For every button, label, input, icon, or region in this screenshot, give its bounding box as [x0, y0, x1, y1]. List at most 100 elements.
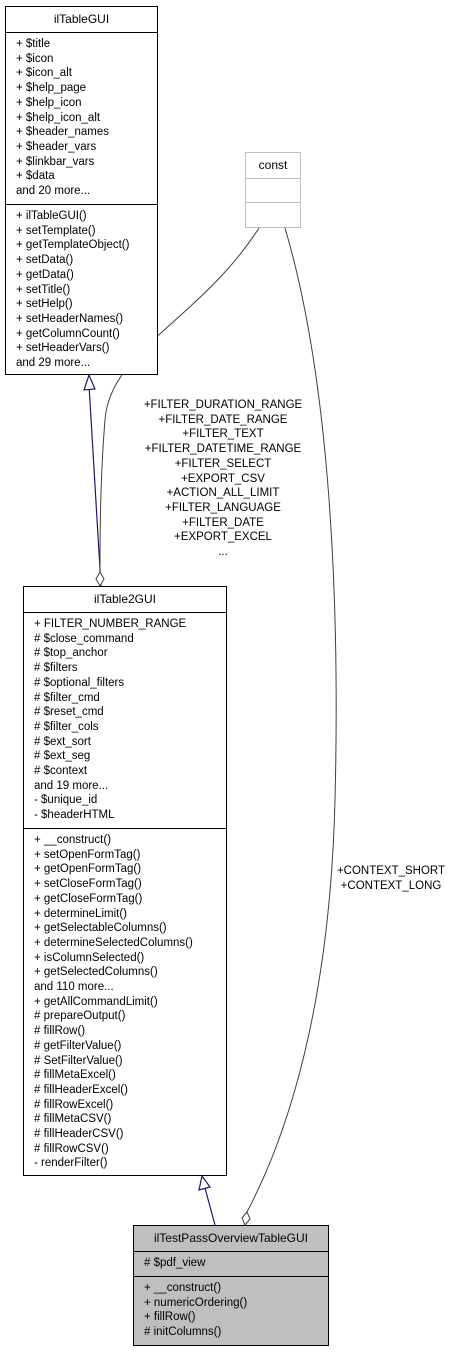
- method: + getSelectableColumns(): [34, 922, 167, 935]
- inheritance-edge-table2-to-tablegui: [88, 384, 102, 587]
- attribute: + $help_icon: [16, 96, 82, 109]
- attribute: # $optional_filters: [34, 676, 125, 689]
- method: + setHeaderVars(): [16, 342, 110, 355]
- attribute: - $headerHTML: [34, 809, 115, 822]
- attribute: # $ext_seg: [34, 750, 91, 763]
- attribute: + $icon_alt: [16, 67, 72, 80]
- method: + __construct(): [34, 834, 112, 846]
- inheritance-edge-testpass-to-table2: [204, 1187, 216, 1226]
- attribute: # $filter_cmd: [34, 691, 100, 704]
- method: - renderFilter(): [34, 1157, 108, 1170]
- method: + getTemplateObject(): [16, 239, 130, 252]
- attribute: # $top_anchor: [34, 647, 108, 660]
- usage-diamond-table2: [95, 570, 105, 588]
- edge-label-line: ...: [218, 546, 228, 559]
- methods-section-iltestpassoverviewtablegui: + __construct() + numericOrdering() + fi…: [134, 1277, 328, 1343]
- attribute: + $title: [16, 38, 51, 50]
- method: # fillHeaderCSV(): [34, 1128, 124, 1141]
- method: + isColumnSelected(): [34, 951, 145, 964]
- usage-diamond-testpass: [241, 1211, 251, 1226]
- method: + getColumnCount(): [16, 327, 120, 340]
- method: # fillRow(): [34, 1025, 86, 1038]
- class-title-iltestpassoverviewtablegui: ilTestPassOverviewTableGUI: [134, 1226, 328, 1252]
- attribute: # $pdf_view: [144, 1257, 206, 1269]
- edge-label-line: +ACTION_ALL_LIMIT: [166, 487, 280, 500]
- attribute: + FILTER_NUMBER_RANGE: [34, 618, 187, 630]
- class-box-iltestpassoverviewtablegui[interactable]: ilTestPassOverviewTableGUI # $pdf_view +…: [133, 1225, 329, 1346]
- method: + determineSelectedColumns(): [34, 936, 193, 949]
- method: + __construct(): [144, 1282, 222, 1294]
- edge-label-line: +FILTER_DURATION_RANGE: [143, 399, 303, 411]
- class-box-iltable2gui[interactable]: ilTable2GUI + FILTER_NUMBER_RANGE # $clo…: [23, 586, 227, 1176]
- method: + setCloseFormTag(): [34, 878, 142, 891]
- method: + getSelectedColumns(): [34, 966, 158, 979]
- method: # fillRowExcel(): [34, 1098, 114, 1111]
- method: + getCloseFormTag(): [34, 892, 143, 905]
- method: + determineLimit(): [34, 907, 127, 920]
- edge-label-line: +CONTEXT_LONG: [340, 879, 442, 892]
- class-title-const: const: [246, 153, 300, 179]
- attribute: + $data: [16, 170, 55, 183]
- edge-label-line: +CONTEXT_SHORT: [336, 865, 446, 877]
- attribute: # $ext_sort: [34, 735, 91, 748]
- inheritance-arrowhead-tablegui: [83, 373, 96, 391]
- attribute: + $header_names: [16, 126, 110, 139]
- class-box-iltablegui[interactable]: ilTableGUI + $title + $icon + $icon_alt …: [5, 6, 158, 375]
- attribute: + $icon: [16, 52, 54, 65]
- method: + ilTableGUI(): [16, 210, 87, 222]
- attribute: # $context: [34, 765, 88, 778]
- edge-label-line: +FILTER_LANGUAGE: [165, 501, 281, 514]
- method: + setTitle(): [16, 283, 71, 296]
- method: + numericOrdering(): [144, 1296, 248, 1309]
- method: # SetFilterValue(): [34, 1054, 123, 1067]
- edge-label-line: +EXPORT_EXCEL: [174, 531, 272, 544]
- class-title-iltablegui: ilTableGUI: [6, 7, 157, 33]
- attributes-section-iltablegui: + $title + $icon + $icon_alt + $help_pag…: [6, 33, 157, 205]
- attribute-more: and 20 more...: [16, 185, 91, 198]
- method: + setTemplate(): [16, 224, 96, 237]
- method: + setData(): [16, 254, 74, 267]
- methods-section-iltablegui: + ilTableGUI() + setTemplate() + getTemp…: [6, 205, 157, 374]
- method: + setHeaderNames(): [16, 312, 124, 325]
- method: # prepareOutput(): [34, 1010, 126, 1023]
- attribute: + $help_icon_alt: [16, 111, 101, 124]
- usage-edge-const-to-table2: [99, 227, 260, 573]
- method: # fillMetaCSV(): [34, 1113, 112, 1126]
- edge-label-line: +FILTER_DATETIME_RANGE: [144, 443, 302, 456]
- method: # fillHeaderExcel(): [34, 1083, 128, 1096]
- method: # initColumns(): [144, 1326, 222, 1339]
- inheritance-arrowhead-table2: [198, 1174, 211, 1191]
- method: + setOpenFormTag(): [34, 848, 141, 861]
- attribute: + $header_vars: [16, 140, 97, 153]
- method-more: and 29 more...: [16, 357, 91, 370]
- attributes-section-const: [246, 179, 300, 203]
- attribute: # $close_command: [34, 632, 134, 645]
- method: # fillRowCSV(): [34, 1142, 109, 1155]
- attribute: # $reset_cmd: [34, 706, 104, 719]
- attribute: + $linkbar_vars: [16, 155, 95, 168]
- class-box-const[interactable]: const: [245, 152, 301, 228]
- edge-label-line: +FILTER_SELECT: [174, 457, 272, 470]
- edge-label-line: +FILTER_DATE_RANGE: [158, 413, 288, 426]
- usage-edge-const-to-testpass: [246, 227, 337, 1213]
- attribute: # $filters: [34, 662, 78, 675]
- attributes-section-iltable2gui: + FILTER_NUMBER_RANGE # $close_command #…: [24, 613, 226, 829]
- class-title-iltable2gui: ilTable2GUI: [24, 587, 226, 613]
- attribute-more: and 19 more...: [34, 779, 109, 792]
- attributes-section-iltestpassoverviewtablegui: # $pdf_view: [134, 1252, 328, 1277]
- method: + getData(): [16, 268, 74, 281]
- edge-label-const-to-testpass: +CONTEXT_SHORT +CONTEXT_LONG: [325, 864, 457, 893]
- method: + getAllCommandLimit(): [34, 995, 158, 1008]
- method: # getFilterValue(): [34, 1039, 122, 1052]
- method: + getOpenFormTag(): [34, 863, 142, 876]
- method: # fillMetaExcel(): [34, 1069, 116, 1082]
- method: + setHelp(): [16, 298, 73, 311]
- methods-section-const: [246, 203, 300, 227]
- method-more: and 110 more...: [34, 981, 114, 994]
- method: + fillRow(): [144, 1311, 196, 1324]
- attribute: # $filter_cols: [34, 720, 99, 733]
- attribute: - $unique_id: [34, 794, 98, 807]
- attribute: + $help_page: [16, 82, 87, 95]
- edge-label-line: +EXPORT_CSV: [181, 472, 265, 485]
- edge-label-line: +FILTER_TEXT: [182, 428, 264, 441]
